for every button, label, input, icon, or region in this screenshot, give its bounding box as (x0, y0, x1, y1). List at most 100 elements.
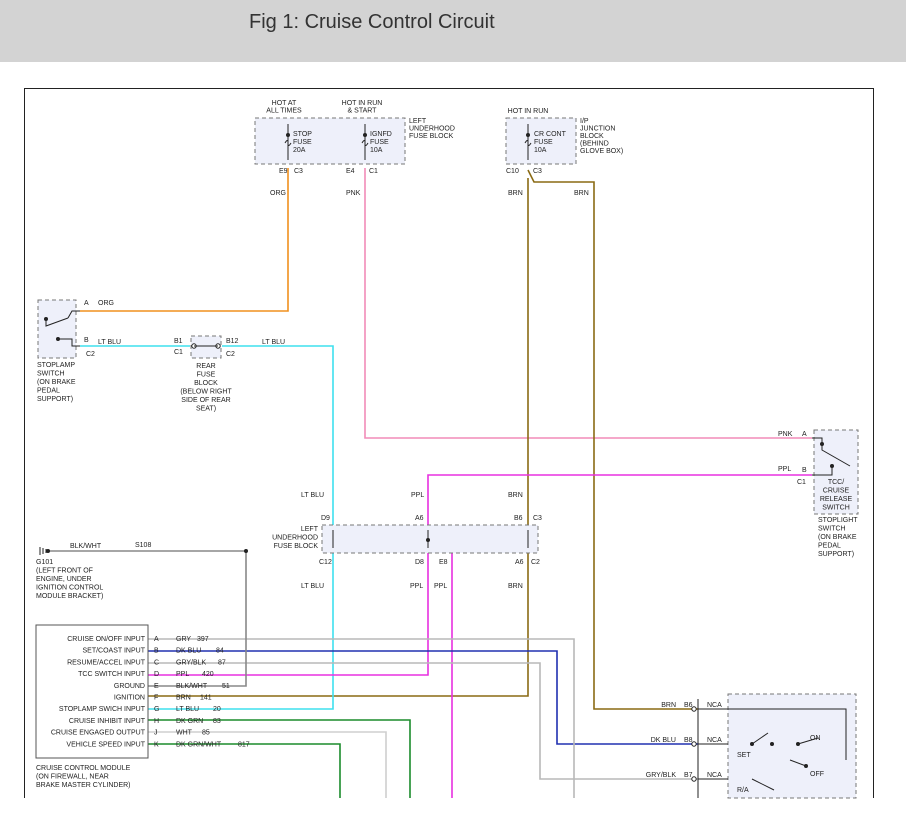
pin-e9: E9 (279, 168, 288, 175)
stoplamp-switch-name: SUPPORT) (37, 396, 73, 403)
underhood-pin-c12: C12 (319, 559, 332, 566)
wire-label-brn-1: BRN (508, 190, 523, 197)
stoplamp-switch-name: SWITCH (37, 371, 65, 378)
cruise-switch-row-wire: GRY/BLK (646, 772, 677, 779)
wire-org (80, 168, 289, 312)
ground-node (46, 549, 50, 553)
underhood-pin-c3: C3 (533, 515, 542, 522)
wire-ppl-tcc (148, 474, 812, 676)
cruise-switch-row-terminal (691, 706, 697, 712)
ignfd-fuse-label: FUSE (370, 139, 389, 146)
module-row-circuit: 141 (200, 695, 212, 702)
module-row-label: CRUISE ON/OFF INPUT (67, 636, 146, 643)
underhood-bot-wire-ppl-2: PPL (434, 583, 447, 590)
module-row-circuit: 397 (197, 636, 209, 643)
cruise-switch-row-wire: DK BLU (651, 737, 676, 744)
stoplamp-pin-c2: C2 (86, 351, 95, 358)
tcc-wire-label-ppl: PPL (778, 466, 791, 473)
rear-fuse-block-name: FUSE (197, 372, 216, 379)
underhood-block-name: UNDERHOOD (272, 535, 318, 542)
pin-e4: E4 (346, 168, 355, 175)
module-row-label: CRUISE ENGAGED OUTPUT (51, 730, 146, 737)
stoplight-switch-name: STOPLIGHT (818, 517, 858, 524)
stop-fuse-label: STOP (293, 131, 312, 138)
diagram-frame (24, 88, 874, 798)
cruise-switch-node-2 (770, 742, 774, 746)
cr-cont-fuse-node (526, 133, 530, 137)
cruise-module-box (35, 624, 149, 759)
tcc-switch-name: CRUISE (823, 488, 850, 495)
wire-brn-main (148, 178, 529, 697)
wire-dkgrnwht (148, 743, 341, 798)
cruise-switch-row-nca: NCA (707, 737, 722, 744)
wire-label-pnk: PNK (346, 190, 361, 197)
underhood-pin-d8: D8 (415, 559, 424, 566)
cr-cont-fuse-label: CR CONT (534, 131, 567, 138)
module-row-circuit: 83 (213, 718, 221, 725)
underhood-top-wire-ppl: PPL (411, 492, 424, 499)
wire-blkwht (48, 550, 247, 687)
wire-ppl-down (428, 539, 453, 798)
module-row-pin: C (154, 659, 159, 666)
rear-fuse-block-name: SIDE OF REAR (181, 397, 230, 404)
underhood-block-name: FUSE BLOCK (274, 543, 319, 550)
cr-cont-fuse-icon (524, 140, 532, 146)
ip-junction-block-name: BLOCK (580, 133, 604, 140)
cruise-module-name: BRAKE MASTER CYLINDER) (36, 782, 131, 789)
ip-junction-block-box (505, 117, 577, 165)
hot-at-all-times-label: HOT AT (272, 100, 297, 107)
module-row-pin: B (154, 648, 159, 655)
stop-fuse-label: 20A (293, 147, 306, 154)
underhood-node-ppl (426, 538, 430, 542)
pin-c1: C1 (369, 168, 378, 175)
cruise-module-name: CRUISE CONTROL MODULE (36, 765, 131, 772)
module-row-circuit: 420 (202, 671, 214, 678)
module-row-circuit: 20 (213, 706, 221, 713)
cruise-switch-blade-ra (751, 778, 775, 791)
tcc-switch-name: RELEASE (820, 496, 853, 503)
module-row-wire: PPL (176, 671, 189, 678)
ground-wire-label: BLK/WHT (70, 543, 102, 550)
rear-pin-b1: B1 (174, 338, 183, 345)
cruise-switch-blade-set (751, 732, 769, 745)
module-row-label: IGNITION (114, 695, 145, 702)
module-row-circuit: 817 (238, 741, 250, 748)
wire-wht (148, 731, 387, 798)
cruise-switch-row-pin: B6 (684, 702, 693, 709)
cruise-switch-label-on: ON (810, 735, 821, 742)
wire-dkgrn (148, 719, 411, 798)
wire-label-brn-2: BRN (574, 190, 589, 197)
rear-pin-c2: C2 (226, 351, 235, 358)
splice-s108-label: S108 (135, 542, 151, 549)
stoplight-switch-name: SUPPORT) (818, 551, 854, 558)
stoplamp-pin-b: B (84, 337, 89, 344)
stoplamp-switch-lead-b (58, 338, 80, 347)
module-row-pin: D (154, 671, 159, 678)
module-row-pin: K (154, 741, 159, 748)
module-row-pin: G (154, 706, 159, 713)
cruise-switch-row-nca: NCA (707, 772, 722, 779)
ip-junction-block-name: (BEHIND (580, 141, 609, 148)
tcc-wire-label-pnk: PNK (778, 431, 793, 438)
left-fuse-block-box (254, 117, 406, 165)
stoplamp-switch-name: (ON BRAKE (37, 379, 76, 386)
stoplamp-switch-blade (45, 317, 69, 327)
wire-label-org: ORG (270, 190, 286, 197)
wire-dkblu (148, 650, 698, 745)
stoplamp-switch-lead-a (67, 310, 80, 319)
module-row-label: CRUISE INHIBIT INPUT (69, 718, 146, 725)
ground-g101-name: ENGINE, UNDER (36, 576, 92, 583)
ignfd-fuse-node (363, 133, 367, 137)
hot-in-run-start-label: & START (348, 108, 378, 115)
rear-fuse-block-name: REAR (196, 363, 215, 370)
stop-fuse-icon (284, 140, 292, 146)
underhood-top-wire-brn: BRN (508, 492, 523, 499)
hot-in-run-start-label: HOT IN RUN (342, 100, 383, 107)
module-row-wire: BRN (176, 695, 191, 702)
module-row-wire: GRY (176, 636, 191, 643)
underhood-pin-a6-top: A6 (415, 515, 424, 522)
ignfd-fuse-label: 10A (370, 147, 383, 154)
cruise-switch-label-ra: R/A (737, 787, 749, 794)
figure-header: Fig 1: Cruise Control Circuit (0, 0, 906, 62)
